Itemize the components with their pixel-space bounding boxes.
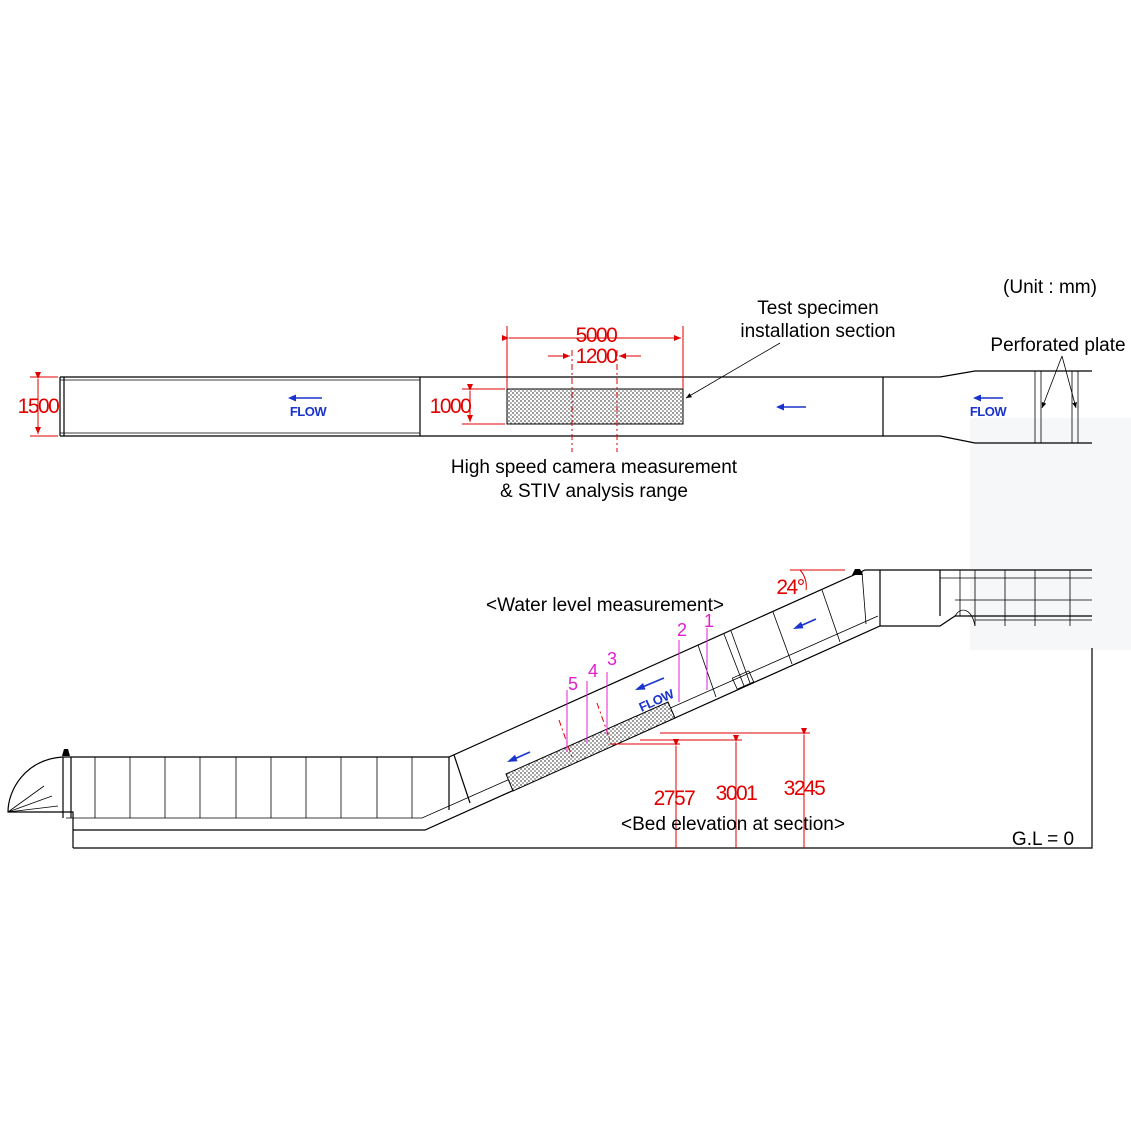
measure-point-5: 5 [568, 674, 578, 694]
measure-point-3: 3 [607, 649, 617, 669]
specimen-profile [505, 701, 676, 792]
camera-label-line2: & STIV analysis range [500, 481, 688, 502]
specimen-length-dim: 5000 [576, 324, 618, 347]
camera-label-line1: High speed camera measurement [451, 457, 738, 478]
bed-elevation-label: <Bed elevation at section> [621, 814, 845, 835]
flow-label-plan-1: FLOW [290, 404, 327, 419]
unit-label: (Unit : mm) [1003, 277, 1097, 298]
elevation-2: 3001 [716, 782, 758, 805]
downstream-grid [879, 570, 1092, 627]
camera-range-dim: 1200 [576, 345, 618, 368]
perforated-plate-label: Perforated plate [990, 335, 1125, 356]
profile-flow-arrows [507, 618, 817, 762]
specimen-plan [506, 388, 684, 425]
slope-posts [697, 571, 867, 698]
measure-point-1: 1 [704, 611, 714, 631]
profile-view: FLOW <Water level measurement> <Bed elev… [7, 569, 1093, 850]
flow-label-plan-2: FLOW [970, 404, 1007, 419]
measure-point-4: 4 [588, 661, 598, 681]
specimen-width-dim: 1000 [430, 395, 472, 418]
plan-view: 5000 1200 1500 1000 FLOW FLOW Test speci… [18, 277, 1126, 502]
water-level-label: <Water level measurement> [486, 595, 724, 616]
measure-point-2: 2 [677, 620, 687, 640]
slope-angle-label: 24° [776, 576, 804, 599]
ground-level-label: G.L = 0 [1012, 829, 1074, 850]
specimen-label-line1: Test specimen [757, 298, 878, 319]
elevation-3: 3245 [784, 777, 826, 800]
specimen-label-line2: installation section [740, 321, 895, 342]
ghost-overlay [970, 418, 1131, 650]
horizontal-posts [62, 754, 471, 818]
channel-width-dim: 1500 [18, 395, 60, 418]
elevation-1: 2757 [654, 787, 696, 810]
